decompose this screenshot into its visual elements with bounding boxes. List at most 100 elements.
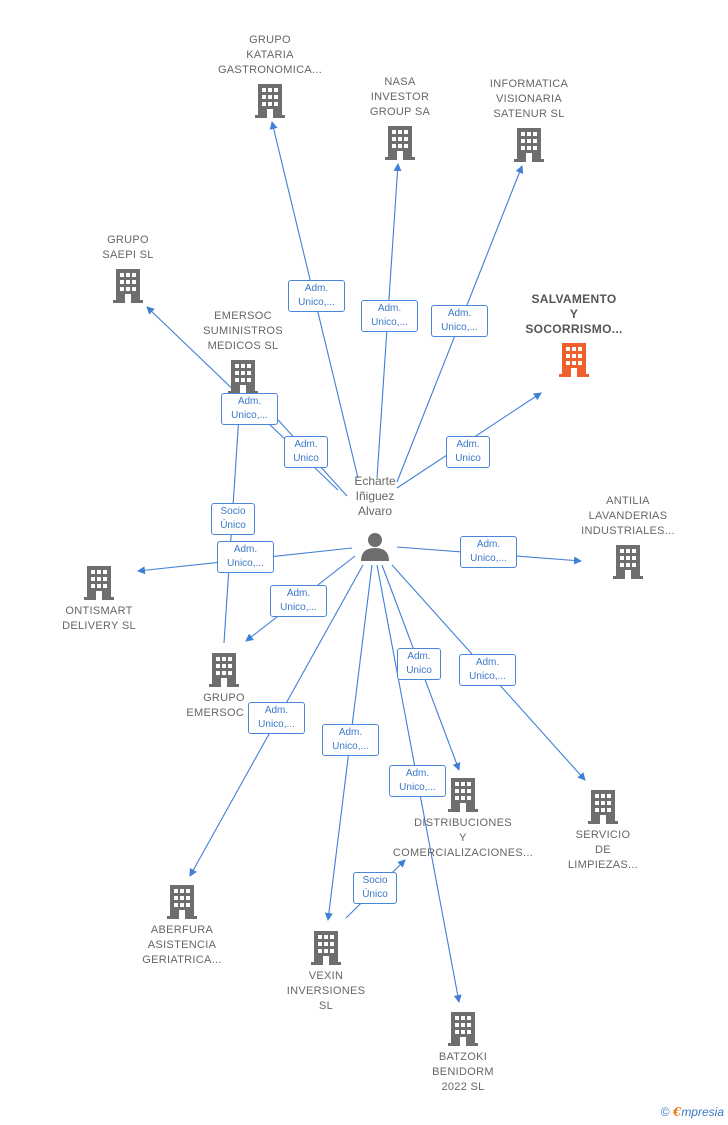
building-icon [559, 343, 589, 377]
relation-detail: Unico,... [298, 297, 335, 308]
relation-tag-aberfura[interactable]: Adm. Unico,... [248, 702, 305, 734]
relation-tag-saepi[interactable]: Adm. Unico,... [221, 393, 278, 425]
person-node[interactable]: Echarte Iñiguez Alvaro [335, 474, 415, 561]
company-batzoki-benidorm[interactable]: BATZOKI BENIDORM 2022 SL [413, 1010, 513, 1095]
company-name-line1: GRUPO [203, 692, 245, 704]
person-name-line3: Alvaro [357, 504, 392, 518]
relation-role: Adm. [237, 396, 262, 407]
company-grupo-saepi[interactable]: GRUPO SAEPI SL [83, 233, 173, 303]
relation-tag-socio-vexin[interactable]: Socio Único [353, 872, 397, 904]
relation-tag-ontismart[interactable]: Adm. Unico,... [217, 541, 274, 573]
relation-detail: Unico,... [399, 782, 436, 793]
company-name-line2: DELIVERY SL [62, 620, 136, 632]
company-name-line3: SOCORRISMO... [525, 322, 623, 336]
relation-detail: Unico,... [231, 410, 268, 421]
company-name-line3: COMERCIALIZACIONES... [392, 847, 534, 859]
company-vexin-inversiones[interactable]: VEXIN INVERSIONES SL [276, 929, 376, 1014]
relation-detail: Único [220, 520, 246, 531]
relation-role: Adm. [294, 439, 318, 450]
company-name-line2: ASISTENCIA [147, 939, 217, 951]
company-name-line1: BATZOKI [438, 1051, 488, 1063]
company-name-line3: SATENUR SL [493, 108, 565, 120]
person-name-line1: Echarte [354, 474, 396, 488]
relation-tag-nasa[interactable]: Adm. Unico,... [361, 300, 418, 332]
company-name-line2: INVESTOR [370, 91, 430, 103]
company-ontismart-delivery[interactable]: ONTISMART DELIVERY SL [49, 564, 149, 634]
building-icon [228, 360, 258, 394]
company-aberfura[interactable]: ABERFURA ASISTENCIA GERIATRICA... [127, 883, 237, 968]
company-name-line1: GRUPO [107, 234, 149, 246]
company-name-line3: LIMPIEZAS... [567, 859, 639, 871]
relation-tag-vexin[interactable]: Adm. Unico,... [322, 724, 379, 756]
building-icon [167, 885, 197, 919]
company-name-line1: ANTILIA [606, 495, 650, 507]
company-name-line3: GERIATRICA... [142, 954, 222, 966]
building-icon [448, 1012, 478, 1046]
relation-tag-batzoki[interactable]: Adm. Unico,... [389, 765, 446, 797]
company-name-line1: SERVICIO [575, 829, 631, 841]
company-salvamento-socorrismo[interactable]: SALVAMENTO Y SOCORRISMO... [509, 292, 639, 377]
company-distribuciones[interactable]: DISTRIBUCIONES Y COMERCIALIZACIONES... [383, 776, 543, 861]
brand-name: mpresia [681, 1105, 724, 1119]
building-icon [209, 653, 239, 687]
company-grupo-emersoc[interactable]: GRUPO EMERSOC SL [169, 651, 279, 721]
relation-tag-antilia[interactable]: Adm. Unico,... [460, 536, 517, 568]
company-name-line1: GRUPO [249, 34, 291, 46]
relation-tag-grupo-emersoc[interactable]: Adm. Unico,... [270, 585, 327, 617]
building-icon [613, 545, 643, 579]
brand-footer[interactable]: © €mpresia [661, 1105, 724, 1119]
company-servicio-limpiezas[interactable]: SERVICIO DE LIMPIEZAS... [553, 788, 653, 873]
brand-initial: € [672, 1105, 682, 1119]
company-name-line3: INDUSTRIALES... [581, 525, 675, 537]
relation-role: Adm. [233, 544, 258, 555]
company-nasa-investor[interactable]: NASA INVESTOR GROUP SA [350, 75, 450, 160]
company-name-line3: GROUP SA [369, 106, 431, 118]
relation-role: Adm. [377, 303, 402, 314]
relation-tag-salvamento[interactable]: Adm. Unico [446, 436, 490, 468]
company-name-line2: Y [569, 307, 579, 321]
relation-tag-informatica[interactable]: Adm. Unico,... [431, 305, 488, 337]
building-icon [255, 84, 285, 118]
company-name-line2: INVERSIONES [286, 985, 366, 997]
company-name-line2: LAVANDERIAS [588, 510, 668, 522]
building-icon [311, 931, 341, 965]
relation-role: Adm. [475, 657, 500, 668]
relation-tag-emersoc-suministros[interactable]: Adm. Unico [284, 436, 328, 468]
relation-detail: Unico [455, 453, 481, 464]
building-icon [448, 778, 478, 812]
building-icon [84, 566, 114, 600]
company-name-line3: SL [318, 1000, 334, 1012]
relation-role: Adm. [407, 651, 431, 662]
company-name-line1: DISTRIBUCIONES [414, 817, 512, 829]
building-icon [588, 790, 618, 824]
relation-detail: Único [362, 889, 388, 900]
relation-detail: Unico,... [469, 671, 506, 682]
person-name-line2: Iñiguez [355, 489, 395, 503]
relation-role: Adm. [264, 705, 289, 716]
company-name-line2: SAEPI SL [102, 249, 154, 261]
company-name-line3: GASTRONOMICA... [217, 64, 323, 76]
relation-tag-distribuciones[interactable]: Adm. Unico [397, 648, 441, 680]
company-name-line1: ONTISMART [65, 605, 133, 617]
relation-tag-servicio[interactable]: Adm. Unico,... [459, 654, 516, 686]
relation-detail: Unico [293, 453, 319, 464]
relation-role: Adm. [338, 727, 363, 738]
relation-role: Socio [362, 875, 388, 886]
building-icon [113, 269, 143, 303]
company-name-line1: SALVAMENTO [531, 292, 617, 306]
relation-tag-socio-emersoc[interactable]: Socio Único [211, 503, 255, 535]
company-emersoc-suministros[interactable]: EMERSOC SUMINISTROS MEDICOS SL [188, 309, 298, 394]
company-name-line1: NASA [384, 76, 416, 88]
company-name-line2: Y [459, 832, 467, 844]
company-grupo-kataria[interactable]: GRUPO KATARIA GASTRONOMICA... [205, 33, 335, 118]
relation-role: Adm. [456, 439, 480, 450]
company-name-line1: ABERFURA [150, 924, 214, 936]
relation-tag-kataria[interactable]: Adm. Unico,... [288, 280, 345, 312]
company-name-line1: VEXIN [308, 970, 344, 982]
relation-role: Adm. [405, 768, 430, 779]
company-name-line2: KATARIA [246, 49, 294, 61]
relation-role: Adm. [304, 283, 329, 294]
relation-role: Socio [220, 506, 246, 517]
company-antilia-lavanderias[interactable]: ANTILIA LAVANDERIAS INDUSTRIALES... [568, 494, 688, 579]
company-informatica-visionaria[interactable]: INFORMATICA VISIONARIA SATENUR SL [469, 77, 589, 162]
